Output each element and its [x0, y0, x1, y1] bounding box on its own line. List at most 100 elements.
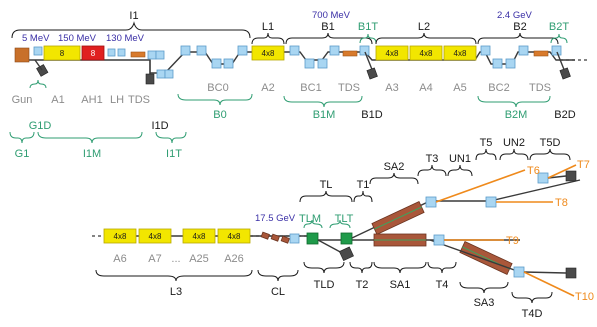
brace-i1 — [11, 21, 251, 39]
quad — [196, 45, 207, 56]
tld-dump — [338, 246, 354, 262]
section-l1: L1 — [262, 21, 274, 33]
module-ah1-label: 8 — [91, 49, 96, 58]
brace-b1 — [285, 32, 373, 45]
section-b2m: B2M — [505, 109, 528, 121]
label-tds-3: TDS — [529, 82, 551, 94]
undulator-sa2 — [371, 201, 425, 235]
section-b1d: B1D — [361, 109, 382, 121]
brace-t4d — [511, 291, 553, 304]
module-a4 — [409, 45, 443, 61]
label-tds-1: TDS — [128, 94, 150, 106]
quad — [117, 48, 126, 57]
brace-t5 — [475, 148, 497, 161]
kicker-tlt — [340, 232, 353, 245]
label-a4: A4 — [419, 82, 432, 94]
collimator — [270, 233, 280, 242]
t5d-branch — [547, 175, 567, 179]
brace-tlm — [303, 219, 323, 229]
tds-3 — [533, 50, 549, 57]
brace-t3 — [417, 164, 447, 177]
section-un1: UN1 — [449, 153, 471, 165]
section-b2t: B2T — [549, 21, 569, 33]
quad — [433, 234, 445, 246]
module-a3 — [375, 45, 409, 61]
quad — [155, 50, 165, 60]
quad — [211, 58, 222, 69]
section-g1: G1 — [15, 148, 30, 160]
module-a25-label: 4x8 — [193, 232, 206, 241]
module-a1 — [43, 45, 81, 61]
brace-t2 — [349, 261, 373, 274]
brace-l2 — [375, 32, 477, 45]
label-dots: ... — [171, 253, 180, 265]
quad — [223, 58, 234, 69]
quad — [237, 45, 248, 56]
section-tlt: TLT — [335, 213, 354, 225]
energy-label: 150 MeV — [58, 33, 97, 44]
quad — [164, 69, 174, 79]
quad — [480, 45, 491, 56]
tds-2 — [342, 50, 358, 57]
quad — [147, 50, 157, 60]
t5d-dump — [565, 170, 577, 182]
undulator-sa1 — [373, 233, 427, 247]
label-gun: Gun — [12, 94, 33, 106]
section-sa2: SA2 — [384, 161, 405, 173]
quad — [180, 45, 191, 56]
quad — [359, 45, 370, 56]
brace-un1 — [447, 164, 473, 177]
module-a6-label: 4x8 — [114, 232, 127, 241]
section-tlm: TLM — [299, 213, 321, 225]
module-a3-label: 4x8 — [386, 49, 399, 58]
module-a2-label: 4x8 — [262, 49, 275, 58]
quad — [329, 45, 340, 56]
gun-block — [14, 47, 30, 63]
target-t6: T6 — [527, 165, 540, 177]
brace-un2 — [499, 148, 529, 161]
label-a6: A6 — [113, 253, 126, 265]
quad — [551, 45, 562, 56]
section-cl: CL — [271, 286, 285, 298]
label-a1: A1 — [51, 94, 64, 106]
quad — [304, 58, 315, 69]
section-tl: TL — [320, 179, 333, 191]
label-a5: A5 — [453, 82, 466, 94]
quad — [518, 45, 529, 56]
module-a6 — [103, 228, 137, 244]
label-a25: A25 — [189, 253, 209, 265]
kicker-tlm — [306, 232, 319, 245]
g1d-branch — [34, 59, 43, 71]
section-sa3: SA3 — [474, 297, 495, 309]
brace-sa3 — [459, 281, 509, 294]
beam-line-sa3 — [429, 239, 521, 273]
brace-tlt — [329, 219, 351, 229]
brace-b1m — [283, 95, 363, 108]
brace-b2t — [550, 33, 568, 44]
brace-b1t — [359, 33, 377, 44]
section-t5d: T5D — [540, 137, 561, 149]
brace-cl — [257, 269, 299, 282]
section-b1: B1 — [321, 21, 334, 33]
brace-sa2 — [369, 172, 419, 185]
brace-t1 — [353, 190, 373, 203]
label-a2: A2 — [261, 82, 274, 94]
label-bc1: BC1 — [300, 82, 321, 94]
brace-b0 — [177, 93, 253, 106]
t4d-branch — [523, 271, 567, 274]
section-l2: L2 — [418, 21, 430, 33]
section-t4d: T4D — [522, 308, 543, 320]
energy-label: 700 MeV — [312, 10, 351, 21]
module-a5-label: 4x8 — [454, 49, 467, 58]
photon-t6 — [435, 169, 526, 203]
label-bc2: BC2 — [488, 82, 509, 94]
brace-t4 — [427, 261, 457, 274]
brace-l1 — [251, 32, 285, 45]
section-i1: I1 — [129, 10, 138, 22]
module-a5 — [443, 45, 477, 61]
collimator — [280, 235, 290, 244]
gun-dump — [36, 64, 49, 77]
target-t8: T8 — [555, 197, 568, 209]
undulator-sa3 — [459, 241, 513, 275]
label-a7: A7 — [148, 253, 161, 265]
